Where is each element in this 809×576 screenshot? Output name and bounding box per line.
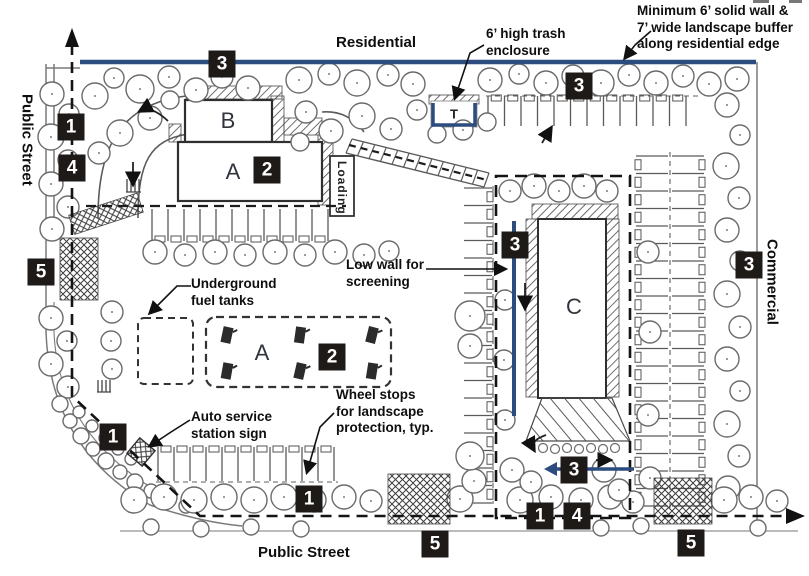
property-lines [65, 28, 805, 524]
leader-lines [147, 30, 652, 476]
marker-badge-4-left-entry: 4 [58, 154, 86, 182]
building-b-label: B [220, 108, 236, 133]
fuel-leader [147, 285, 191, 316]
parking-median-lines [156, 95, 700, 508]
building-c-label: C [566, 294, 582, 319]
underground-fuel-tanks-box [137, 317, 194, 385]
marker-badge-3-top-wall: 3 [208, 50, 236, 78]
marker-badge-4-south: 4 [563, 502, 591, 530]
marker-badge-5-left-drive: 5 [27, 258, 55, 286]
north-arrow-head [65, 28, 79, 47]
buffer-leader [623, 30, 652, 61]
marker-badge-1-south: 1 [526, 502, 554, 530]
pump-island-box [204, 315, 393, 389]
building-a-outline [176, 140, 324, 203]
marker-badge-3-south-wall: 3 [560, 456, 588, 484]
loading-label: Loading [335, 161, 349, 215]
label-trash-enclosure: 6’ high trash enclosure [486, 26, 566, 58]
trash-t-label: T [450, 106, 458, 122]
buildings-ab [168, 85, 355, 217]
shrub-row [537, 442, 621, 455]
label-buffer-wall: Minimum 6’ solid wall & 7’ wide landscap… [637, 3, 794, 52]
cropped-marks [753, 0, 802, 3]
fuel-pumps [220, 326, 383, 380]
drive-arrows [124, 97, 614, 469]
wheel-stops-leader [303, 412, 335, 476]
trash-leader [451, 44, 485, 102]
trees-layer [37, 62, 789, 538]
street-label-residential: Residential [336, 34, 417, 51]
marker-badge-5-southeast-drive: 5 [677, 529, 705, 557]
fuel-area [137, 315, 393, 389]
marker-badge-3-north-parking: 3 [565, 72, 593, 100]
marker-badge-3-low-wall: 3 [501, 231, 529, 259]
canopy [525, 397, 631, 442]
marker-badge-1-corner: 1 [99, 423, 127, 451]
trash-enclosure-walls [431, 103, 477, 127]
pedestrian-path [345, 138, 490, 188]
label-wheel-stops: Wheel stops for landscape protection, ty… [336, 387, 434, 436]
street-label-public-street-left: Public Street [18, 94, 36, 186]
street-label-public-street-bottom: Public Street [258, 544, 350, 561]
building-c [525, 203, 631, 455]
label-service-sign: Auto service station sign [191, 409, 273, 441]
marker-badge-5-south-drive: 5 [421, 530, 449, 558]
parking-stalls-layer [151, 94, 706, 507]
marker-badge-3-east-parking: 3 [735, 251, 763, 279]
label-fuel-tanks: Underground fuel tanks [191, 276, 277, 308]
street-label-commercial: Commercial [763, 239, 781, 325]
marker-badge-2-pump-island: 2 [318, 343, 346, 371]
marker-badge-1-south-parking: 1 [295, 485, 323, 513]
flow-arrow-head [786, 508, 805, 524]
label-low-wall: Low wall for screening [346, 257, 425, 289]
sign-leader [147, 419, 191, 448]
pump-island-a-label: A [254, 340, 270, 365]
building-a-label: A [225, 159, 241, 184]
marker-badge-2-building-a: 2 [253, 156, 281, 184]
building-b-outline [183, 98, 274, 144]
marker-badge-1-left-entry: 1 [57, 113, 85, 141]
